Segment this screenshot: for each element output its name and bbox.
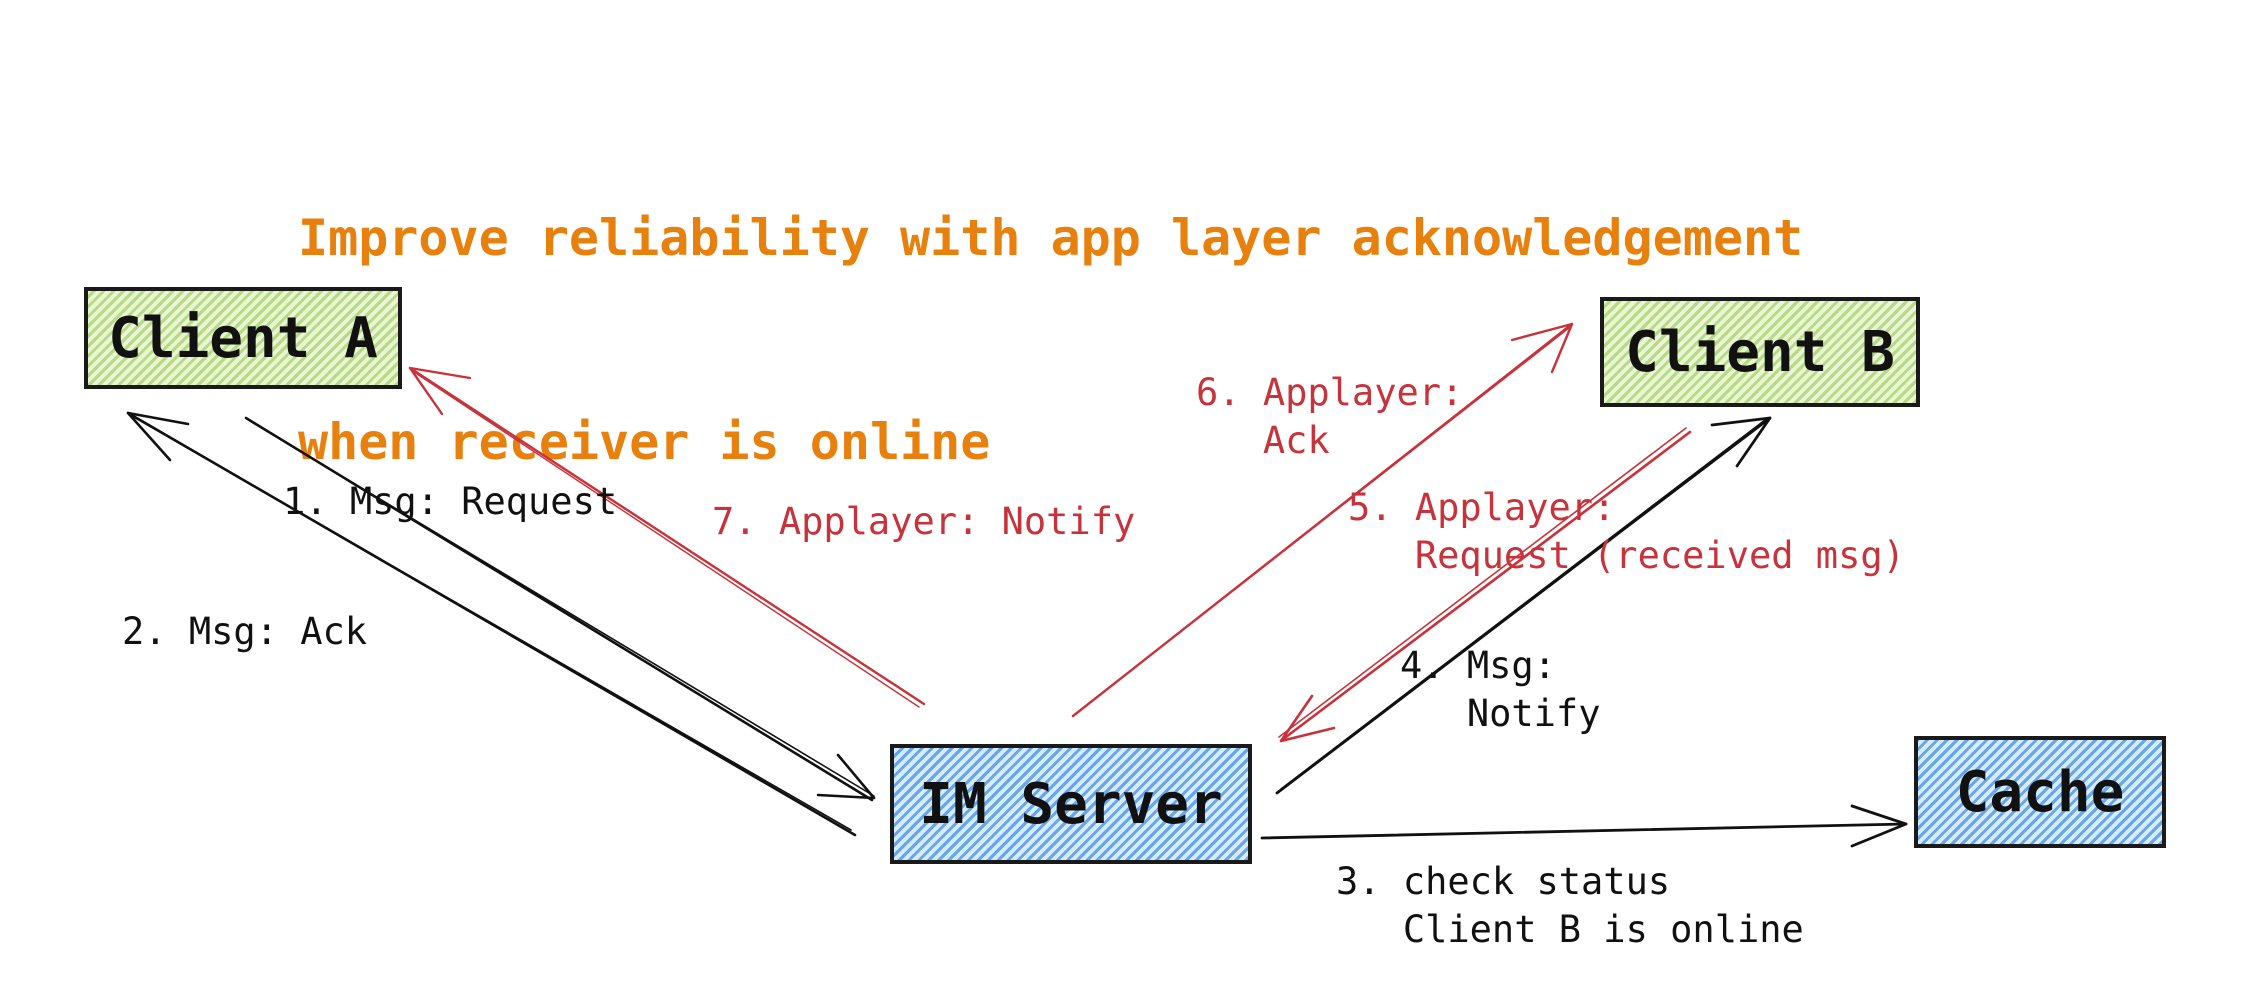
- label-applayer-request: 5. Applayer: Request (received msg): [1348, 486, 1905, 577]
- label-msg-notify: 4. Msg: Notify: [1400, 644, 1601, 735]
- arrow-msg-ack: [126, 411, 857, 837]
- arrow-applayer-request: [1278, 427, 1692, 743]
- arrow-check-status: [1260, 804, 1908, 848]
- label-msg-request: 1. Msg: Request: [283, 480, 618, 523]
- title-line-1: Improve reliability with app layer ackno…: [298, 209, 1804, 267]
- label-msg-ack: 2. Msg: Ack: [122, 610, 368, 653]
- client-a-node: Client A: [84, 287, 402, 389]
- label-applayer-notify: 7. Applayer: Notify: [712, 500, 1136, 543]
- im-server-node: IM Server: [890, 744, 1252, 864]
- diagram-title: Improve reliability with app layer ackno…: [298, 68, 1803, 544]
- arrow-applayer-ack: [1071, 322, 1574, 718]
- label-check-status: 3. check status Client B is online: [1336, 860, 1804, 951]
- arrow-msg-request: [244, 416, 876, 802]
- arrow-msg-notify: [1275, 416, 1772, 795]
- cache-node: Cache: [1914, 736, 2166, 848]
- title-line-2: when receiver is online: [298, 413, 991, 471]
- label-applayer-ack: 6. Applayer: Ack: [1196, 371, 1464, 462]
- arrow-applayer-notify: [408, 366, 926, 708]
- client-b-node: Client B: [1600, 297, 1920, 407]
